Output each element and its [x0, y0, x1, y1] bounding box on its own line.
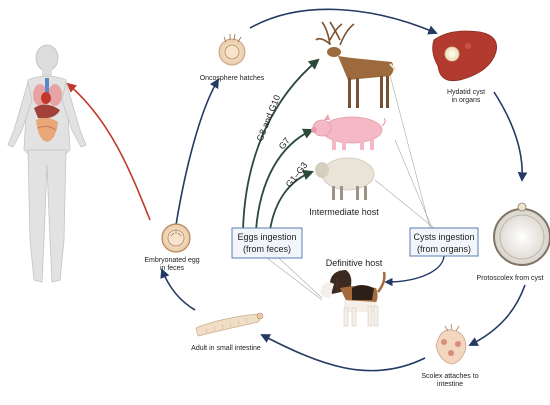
dog-icon: [320, 270, 386, 327]
human-body-icon: [7, 44, 87, 283]
scolex-icon: [435, 323, 467, 365]
strain-label-g8g10: G8 and G10: [255, 94, 283, 143]
cysts-ingestion-box: Cysts ingestion (from organs): [409, 227, 479, 257]
eggs-box-line2: (from feces): [243, 244, 291, 254]
liver-cyst-icon: [432, 30, 498, 82]
protoscolex-icon: [493, 202, 550, 266]
intermediate-host-label: Intermediate host: [309, 207, 379, 217]
adult-worm-icon: [195, 312, 264, 337]
arrow-hydatid-to-protoscolex: [493, 91, 528, 182]
protoscolex-label: Protoscolex from cyst: [477, 275, 544, 282]
deer-icon: [315, 21, 397, 108]
oncosphere-label: Oncosphere hatches: [200, 75, 265, 82]
arrow-scolex-to-adult: [260, 334, 426, 372]
arrow-adult-to-egg: [160, 268, 196, 311]
arrow-g8g10-to-deer: [242, 58, 320, 231]
arrow-egg-to-human: [66, 82, 151, 221]
scolex-label-line1: Scolex attaches to: [421, 373, 478, 380]
arrow-g7-to-pig: [255, 128, 314, 231]
oncosphere-icon: [218, 33, 246, 66]
egg-label-line2: in feces: [160, 265, 185, 272]
scolex-label-line2: intestine: [437, 381, 463, 388]
adult-label: Adult in small intestine: [191, 345, 261, 352]
hydatid-label-line2: in organs: [452, 97, 481, 104]
arrow-protoscolex-to-scolex: [468, 284, 526, 346]
line-pig-to-cysts-box: [394, 139, 433, 229]
hydatid-label-line1: Hydatid cyst: [447, 89, 485, 96]
arrow-g1g3-to-sheep: [269, 169, 315, 231]
arrow-oncosphere-to-hydatid: [249, 8, 438, 35]
egg-icon: [161, 223, 191, 253]
strain-label-g7: G7: [277, 136, 292, 152]
line-sheep-to-cysts-box: [374, 179, 435, 229]
cysts-box-line2: (from organs): [417, 244, 471, 254]
cysts-box-line1: Cysts ingestion: [413, 232, 474, 242]
egg-label-line1: Embryonated egg: [144, 257, 199, 264]
definitive-host-label: Definitive host: [326, 258, 383, 268]
pig-icon: [311, 114, 386, 150]
arrow-egg-to-oncosphere: [175, 78, 219, 226]
line-deer-to-cysts-box: [389, 74, 431, 229]
arrow-cysts-to-dog: [384, 254, 445, 287]
sheep-icon: [315, 157, 375, 200]
eggs-ingestion-box: Eggs ingestion (from feces): [231, 227, 303, 259]
eggs-box-line1: Eggs ingestion: [237, 232, 296, 242]
